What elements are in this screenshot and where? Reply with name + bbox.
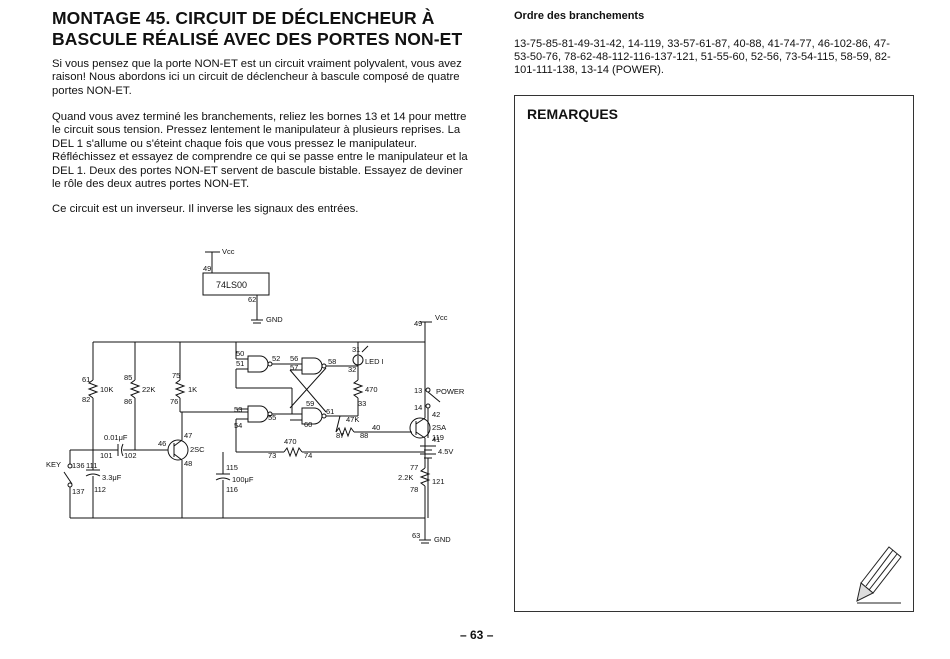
pin-label: 13: [414, 386, 422, 395]
pin-label: 78: [410, 485, 418, 494]
pin-label: 82: [82, 395, 90, 404]
pin-label: 56: [290, 354, 298, 363]
pin-label: 73: [268, 451, 276, 460]
pin-label: 48: [184, 459, 192, 468]
resistor-10k: [87, 379, 99, 399]
pin-label: 61: [326, 407, 334, 416]
pin-label: 121: [432, 477, 445, 486]
pin-label: 101: [100, 451, 113, 460]
pin-label: 14: [414, 403, 422, 412]
transistor-label: 2SC: [190, 445, 205, 454]
chip-74ls00: [202, 272, 270, 296]
pin-label: 88: [360, 431, 368, 440]
resistor-47k: [335, 426, 355, 438]
pin-label: 115: [226, 463, 238, 472]
pin-label: 75: [172, 371, 180, 380]
transistor-label: 2SA: [432, 423, 446, 432]
resistor-label: 1K: [188, 385, 197, 394]
pencil-icon: [856, 546, 902, 604]
intro-paragraph: Si vous pensez que la porte NON-ET est u…: [52, 58, 462, 97]
pin-label: 63: [412, 531, 420, 540]
circuit-schematic: Vcc 49 74LS00 62 GND 49 Vcc 61 10K 82 85…: [46, 247, 465, 544]
resistor-22k: [129, 379, 141, 399]
pin-label: 137: [72, 487, 85, 496]
pin-label: 61: [82, 375, 90, 384]
resistor-label: 10K: [100, 385, 113, 394]
pin-label: 86: [124, 397, 132, 406]
nand-gate-3: [247, 405, 269, 423]
pin-label: 85: [124, 373, 132, 382]
capacitor-label: 0.01μF: [104, 433, 128, 442]
pin-label: 87: [336, 431, 344, 440]
resistor-2k2: [419, 467, 431, 487]
pin-label: 76: [170, 397, 178, 406]
connections-list: 13-75-85-81-49-31-42, 14-119, 33-57-61-8…: [514, 38, 891, 76]
resistor-label: 2.2K: [398, 473, 413, 482]
pin-label: 33: [358, 399, 366, 408]
pin-label: 77: [410, 463, 418, 472]
pin-label: 41: [432, 435, 440, 444]
page-number: – 63 –: [460, 628, 494, 642]
nand-gate-2: [301, 357, 323, 375]
pin-label: 40: [372, 423, 380, 432]
pin-label: 50: [236, 349, 244, 358]
pin-label: 49: [203, 264, 211, 273]
pin-label: 119: [432, 433, 444, 442]
pin-label: 46: [158, 439, 166, 448]
pin-label: 59: [306, 399, 314, 408]
pin-label: 102: [124, 451, 137, 460]
capacitor-label: 100μF: [232, 475, 254, 484]
connections-heading: Ordre des branchements: [514, 10, 645, 22]
pin-label: 52: [272, 354, 280, 363]
resistor-label: 47K: [346, 415, 359, 424]
capacitor-label: 3.3μF: [102, 473, 122, 482]
led-label: LED I: [365, 357, 384, 366]
pin-label: 136: [72, 461, 85, 470]
pin-label: 49: [414, 319, 422, 328]
nand-gate-1: [247, 355, 269, 373]
transistor-2sa: [409, 417, 431, 439]
chip-vcc-label: Vcc: [222, 247, 235, 256]
resistor-470-led: [352, 379, 364, 399]
resistor-label: 470: [284, 437, 297, 446]
pin-label: 111: [86, 461, 97, 470]
resistor-1k: [174, 379, 186, 399]
resistor-470-base: [283, 446, 303, 458]
resistor-label: 470: [365, 385, 378, 394]
pin-label: 74: [304, 451, 312, 460]
remarks-box[interactable]: REMARQUES: [514, 95, 914, 612]
chip-label: 74LS00: [216, 280, 247, 290]
battery-label: 4.5V: [438, 447, 453, 456]
pin-label: 42: [432, 410, 440, 419]
pin-label: 31: [352, 345, 360, 354]
pin-label: 116: [226, 485, 238, 494]
instructions-paragraph: Quand vous avez terminé les branchements…: [52, 111, 468, 191]
pin-label: 62: [248, 295, 256, 304]
pin-label: 58: [328, 357, 336, 366]
right-vcc-label: Vcc: [435, 313, 448, 322]
power-switch-label[interactable]: POWER: [436, 387, 465, 396]
pin-label: 51: [236, 359, 244, 368]
pin-label: 54: [234, 421, 242, 430]
pin-label: 60: [304, 420, 312, 429]
key-label: KEY: [46, 460, 61, 469]
pin-label: 112: [94, 485, 106, 494]
bottom-gnd-label: GND: [434, 535, 451, 544]
pin-label: 47: [184, 431, 192, 440]
pin-label: 57: [290, 363, 298, 372]
pin-label: 55: [268, 413, 276, 422]
remarks-title: REMARQUES: [527, 106, 619, 122]
pin-label: 53: [234, 405, 242, 414]
page-title: MONTAGE 45. CIRCUIT DE DÉCLENCHEUR À BAS…: [52, 8, 463, 49]
inverter-note-paragraph: Ce circuit est un inverseur. Il inverse …: [52, 203, 359, 215]
resistor-label: 22K: [142, 385, 155, 394]
pin-label: 32: [348, 365, 356, 374]
chip-gnd-label: GND: [266, 315, 283, 324]
